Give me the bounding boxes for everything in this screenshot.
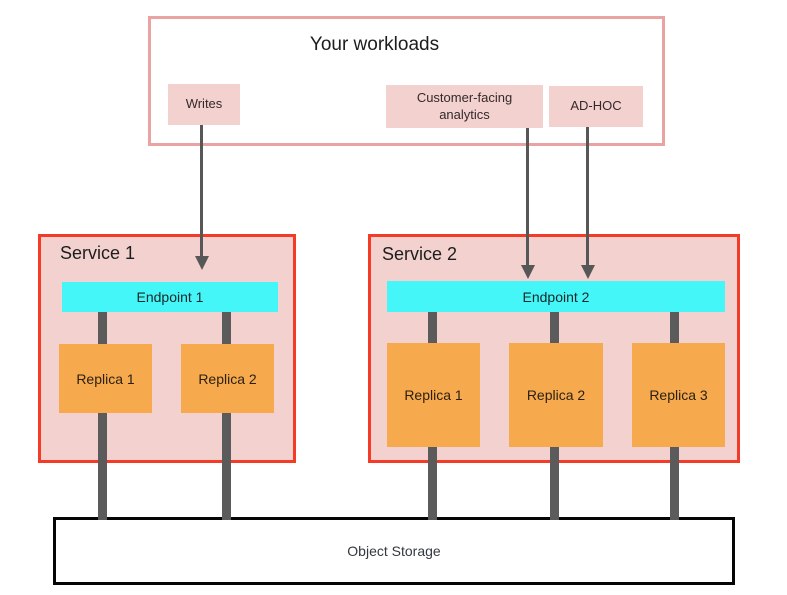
service-2-replica-2: Replica 2 xyxy=(509,343,603,447)
workload-customer-facing-analytics: Customer-facing analytics xyxy=(386,85,543,128)
service-2-replica-3: Replica 3 xyxy=(632,343,725,447)
endpoint-1: Endpoint 1 xyxy=(62,282,278,312)
connector-line xyxy=(550,447,559,520)
service-1-label: Service 1 xyxy=(60,243,136,263)
arrow-adhoc-stem xyxy=(586,127,589,266)
arrow-analytics-stem xyxy=(526,128,529,266)
connector-line xyxy=(98,413,107,520)
workload-adhoc: AD-HOC xyxy=(549,86,643,127)
workload-writes: Writes xyxy=(168,84,240,125)
endpoint-2: Endpoint 2 xyxy=(387,281,725,312)
service-2-replica-1: Replica 1 xyxy=(387,343,480,447)
service-1-replica-1: Replica 1 xyxy=(59,344,152,413)
object-storage-label: Object Storage xyxy=(347,543,441,559)
connector-line xyxy=(428,447,437,520)
connector-line xyxy=(670,447,679,520)
arrow-writes-head-icon xyxy=(195,256,209,270)
connector-line xyxy=(222,413,231,520)
connector-line xyxy=(222,312,231,344)
connector-line xyxy=(550,312,559,343)
service-2-label: Service 2 xyxy=(382,244,458,264)
workloads-title: Your workloads xyxy=(309,34,440,55)
arrow-adhoc-head-icon xyxy=(581,265,595,279)
connector-line xyxy=(98,312,107,344)
connector-line xyxy=(428,312,437,343)
arrow-writes-stem xyxy=(200,125,203,257)
service-1-replica-2: Replica 2 xyxy=(181,344,274,413)
arrow-analytics-head-icon xyxy=(521,265,535,279)
connector-line xyxy=(670,312,679,343)
object-storage-box: Object Storage xyxy=(53,517,735,585)
